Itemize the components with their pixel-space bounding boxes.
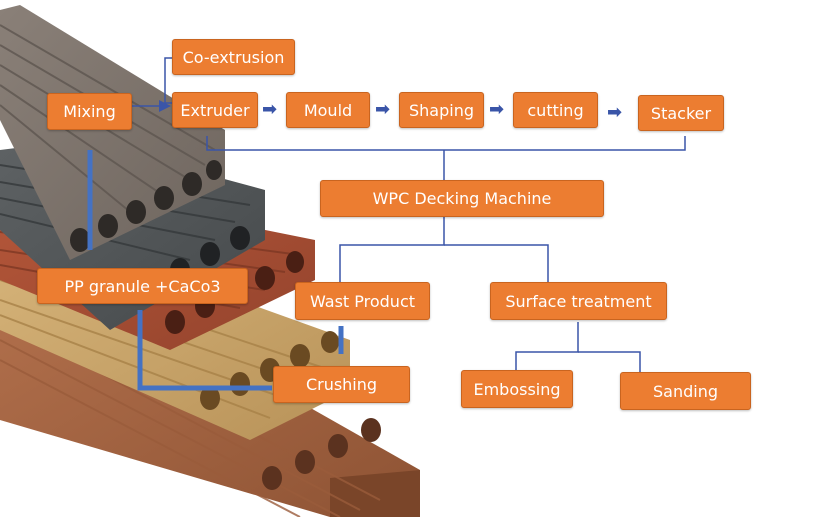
pp-granule-box: PP granule +CaCo3 bbox=[37, 268, 248, 304]
embossing-box: Embossing bbox=[461, 370, 573, 408]
surface-treatment-box: Surface treatment bbox=[490, 282, 667, 320]
arrow-right-icon: ➡ bbox=[262, 99, 278, 120]
sanding-box: Sanding bbox=[620, 372, 751, 410]
mixing-box: Mixing bbox=[47, 93, 132, 130]
feed-lines bbox=[87, 150, 344, 391]
arrow-right-icon: ➡ bbox=[607, 102, 623, 123]
shaping-box: Shaping bbox=[399, 92, 484, 128]
wpc-decking-machine-box: WPC Decking Machine bbox=[320, 180, 604, 217]
arrow-right-icon: ➡ bbox=[375, 99, 391, 120]
extruder-box: Extruder bbox=[172, 92, 258, 128]
co-extrusion-box: Co-extrusion bbox=[172, 39, 295, 75]
connector-lines bbox=[132, 57, 686, 372]
stacker-box: Stacker bbox=[638, 95, 724, 131]
wast-product-box: Wast Product bbox=[295, 282, 430, 320]
crushing-box: Crushing bbox=[273, 366, 410, 403]
cutting-box: cutting bbox=[513, 92, 598, 128]
arrow-right-icon: ➡ bbox=[489, 99, 505, 120]
mould-box: Mould bbox=[286, 92, 370, 128]
